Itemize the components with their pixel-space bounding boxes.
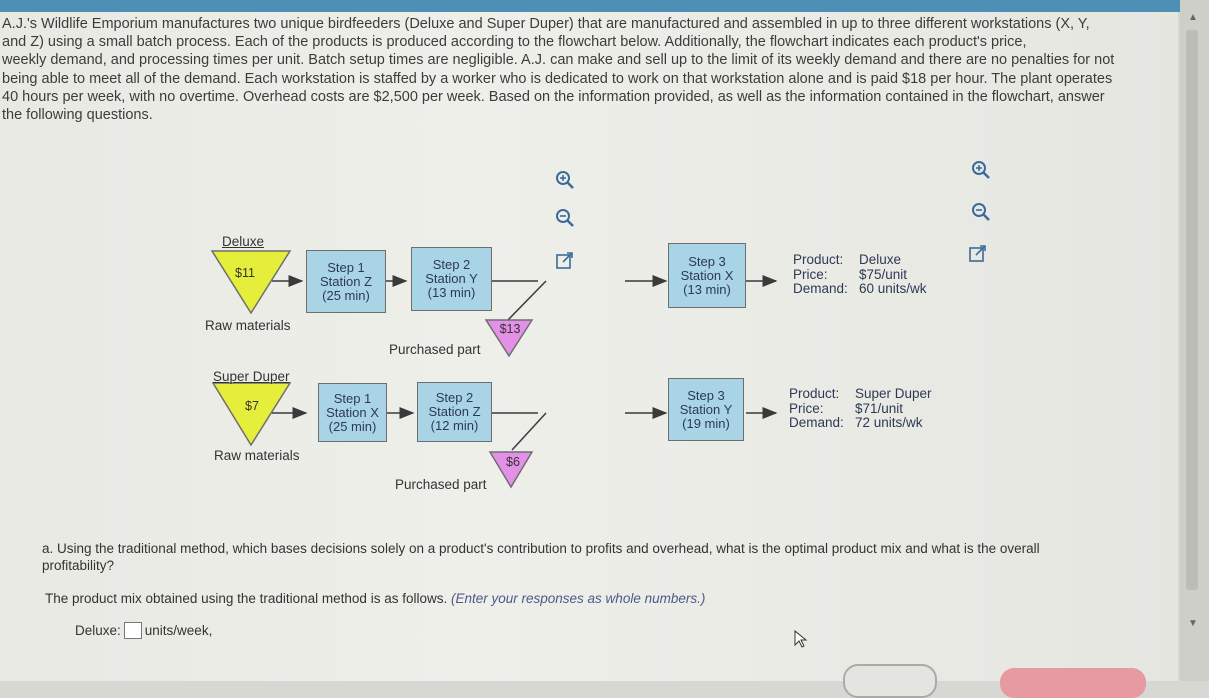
instruction: The product mix obtained using the tradi… [45, 591, 705, 606]
instruction-text: The product mix obtained using the tradi… [45, 591, 448, 606]
popout-icon[interactable] [555, 251, 575, 271]
deluxe-product-name: Deluxe [222, 234, 265, 249]
zoom-out-icon[interactable] [555, 208, 575, 228]
station-label: Station Z [319, 273, 373, 289]
product-label: Product: [789, 386, 840, 401]
demand-label: Demand: [793, 281, 848, 296]
price-value: $71/unit [855, 400, 904, 416]
time-label: (25 min) [328, 418, 377, 434]
problem-line: being able to meet all of the demand. Ea… [2, 70, 1113, 87]
step-label: Step 2 [435, 390, 474, 405]
deluxe-step2-box: Step 2 Station Y (13 min) [411, 247, 492, 311]
time-label: (25 min) [322, 287, 370, 303]
super-duper-purchased-part-label: Purchased part [395, 477, 487, 492]
problem-line: A.J.'s Wildlife Emporium manufactures tw… [2, 16, 1090, 32]
zoom-out-icon[interactable] [971, 202, 991, 222]
deluxe-purchased-part-label: Purchased part [389, 342, 481, 357]
popout-icon[interactable] [968, 244, 988, 264]
time-label: (13 min) [683, 281, 731, 297]
demand-value: 72 units/wk [855, 415, 923, 430]
station-label: Station X [326, 404, 379, 420]
deluxe-product-info: Product: Deluxe Price: $75/unit Demand: 60 … [793, 252, 927, 297]
step-label: Step 3 [688, 253, 726, 269]
super-duper-step1-box: Step 1 Station X (25 min) [318, 383, 387, 442]
price-label: Price: [789, 400, 824, 416]
problem-line: and Z) using a small batch process. Each… [2, 34, 1027, 51]
station-label: Station X [680, 267, 734, 283]
deluxe-step1-box: Step 1 Station Z (25 min) [306, 250, 386, 313]
super-duper-raw-cost: $7 [245, 399, 259, 413]
deluxe-units-input[interactable] [123, 622, 142, 639]
super-duper-product-name: Super Duper [213, 369, 290, 384]
problem-line: 40 hours per week, with no overtime. Ove… [2, 88, 1105, 105]
deluxe-answer-row: Deluxe: units/week, [75, 622, 212, 639]
super-duper-raw-materials-label: Raw materials [214, 448, 300, 463]
deluxe-step3-box: Step 3 Station X (13 min) [668, 243, 746, 308]
instruction-hint: (Enter your responses as whole numbers.) [450, 591, 706, 606]
step-label: Step 1 [327, 259, 365, 275]
zoom-in-icon[interactable] [555, 170, 575, 190]
time-label: (13 min) [427, 285, 476, 300]
problem-statement: A.J.'s Wildlife Emporium manufactures tw… [2, 15, 1172, 124]
problem-line: the following questions. [2, 107, 153, 124]
station-label: Station Y [679, 401, 733, 417]
scroll-up-icon[interactable]: ▲ [1188, 12, 1198, 23]
step-label: Step 2 [432, 257, 471, 272]
mouse-cursor-icon [794, 630, 808, 648]
product-label: Product: [793, 252, 844, 267]
browser-top-bar [0, 0, 1180, 12]
demand-label: Demand: [789, 415, 844, 430]
question-page [0, 12, 1178, 681]
super-duper-product-info: Product: Super Duper Price: $71/unit Deman… [789, 386, 932, 431]
super-duper-step3-box: Step 3 Station Y (19 min) [668, 378, 744, 441]
units-suffix: units/week, [144, 623, 213, 638]
product-value: Deluxe [859, 252, 902, 267]
zoom-in-icon[interactable] [971, 160, 991, 180]
station-label: Station Y [425, 271, 478, 286]
question-a: a. Using the traditional method, which b… [42, 541, 1040, 573]
time-label: (19 min) [682, 415, 730, 431]
scroll-down-icon[interactable]: ▼ [1188, 618, 1198, 629]
scrollbar-thumb[interactable] [1186, 30, 1198, 590]
deluxe-raw-materials-label: Raw materials [205, 318, 291, 333]
clear-all-button[interactable] [843, 664, 937, 698]
time-label: (12 min) [430, 418, 479, 433]
super-duper-step2-box: Step 2 Station Z (12 min) [417, 382, 492, 442]
price-label: Price: [793, 266, 828, 282]
check-answer-button[interactable] [1000, 668, 1146, 698]
product-value: Super Duper [855, 386, 932, 401]
super-duper-purchased-cost: $6 [506, 455, 520, 469]
deluxe-answer-label: Deluxe: [75, 623, 121, 638]
deluxe-raw-cost: $11 [235, 266, 255, 280]
step-label: Step 3 [687, 387, 725, 403]
deluxe-purchased-cost: $13 [499, 322, 521, 336]
price-value: $75/unit [859, 266, 908, 282]
problem-line: weekly demand, and processing times per … [2, 52, 1115, 69]
step-label: Step 1 [333, 390, 372, 406]
station-label: Station Z [428, 404, 481, 419]
demand-value: 60 units/wk [859, 281, 927, 296]
